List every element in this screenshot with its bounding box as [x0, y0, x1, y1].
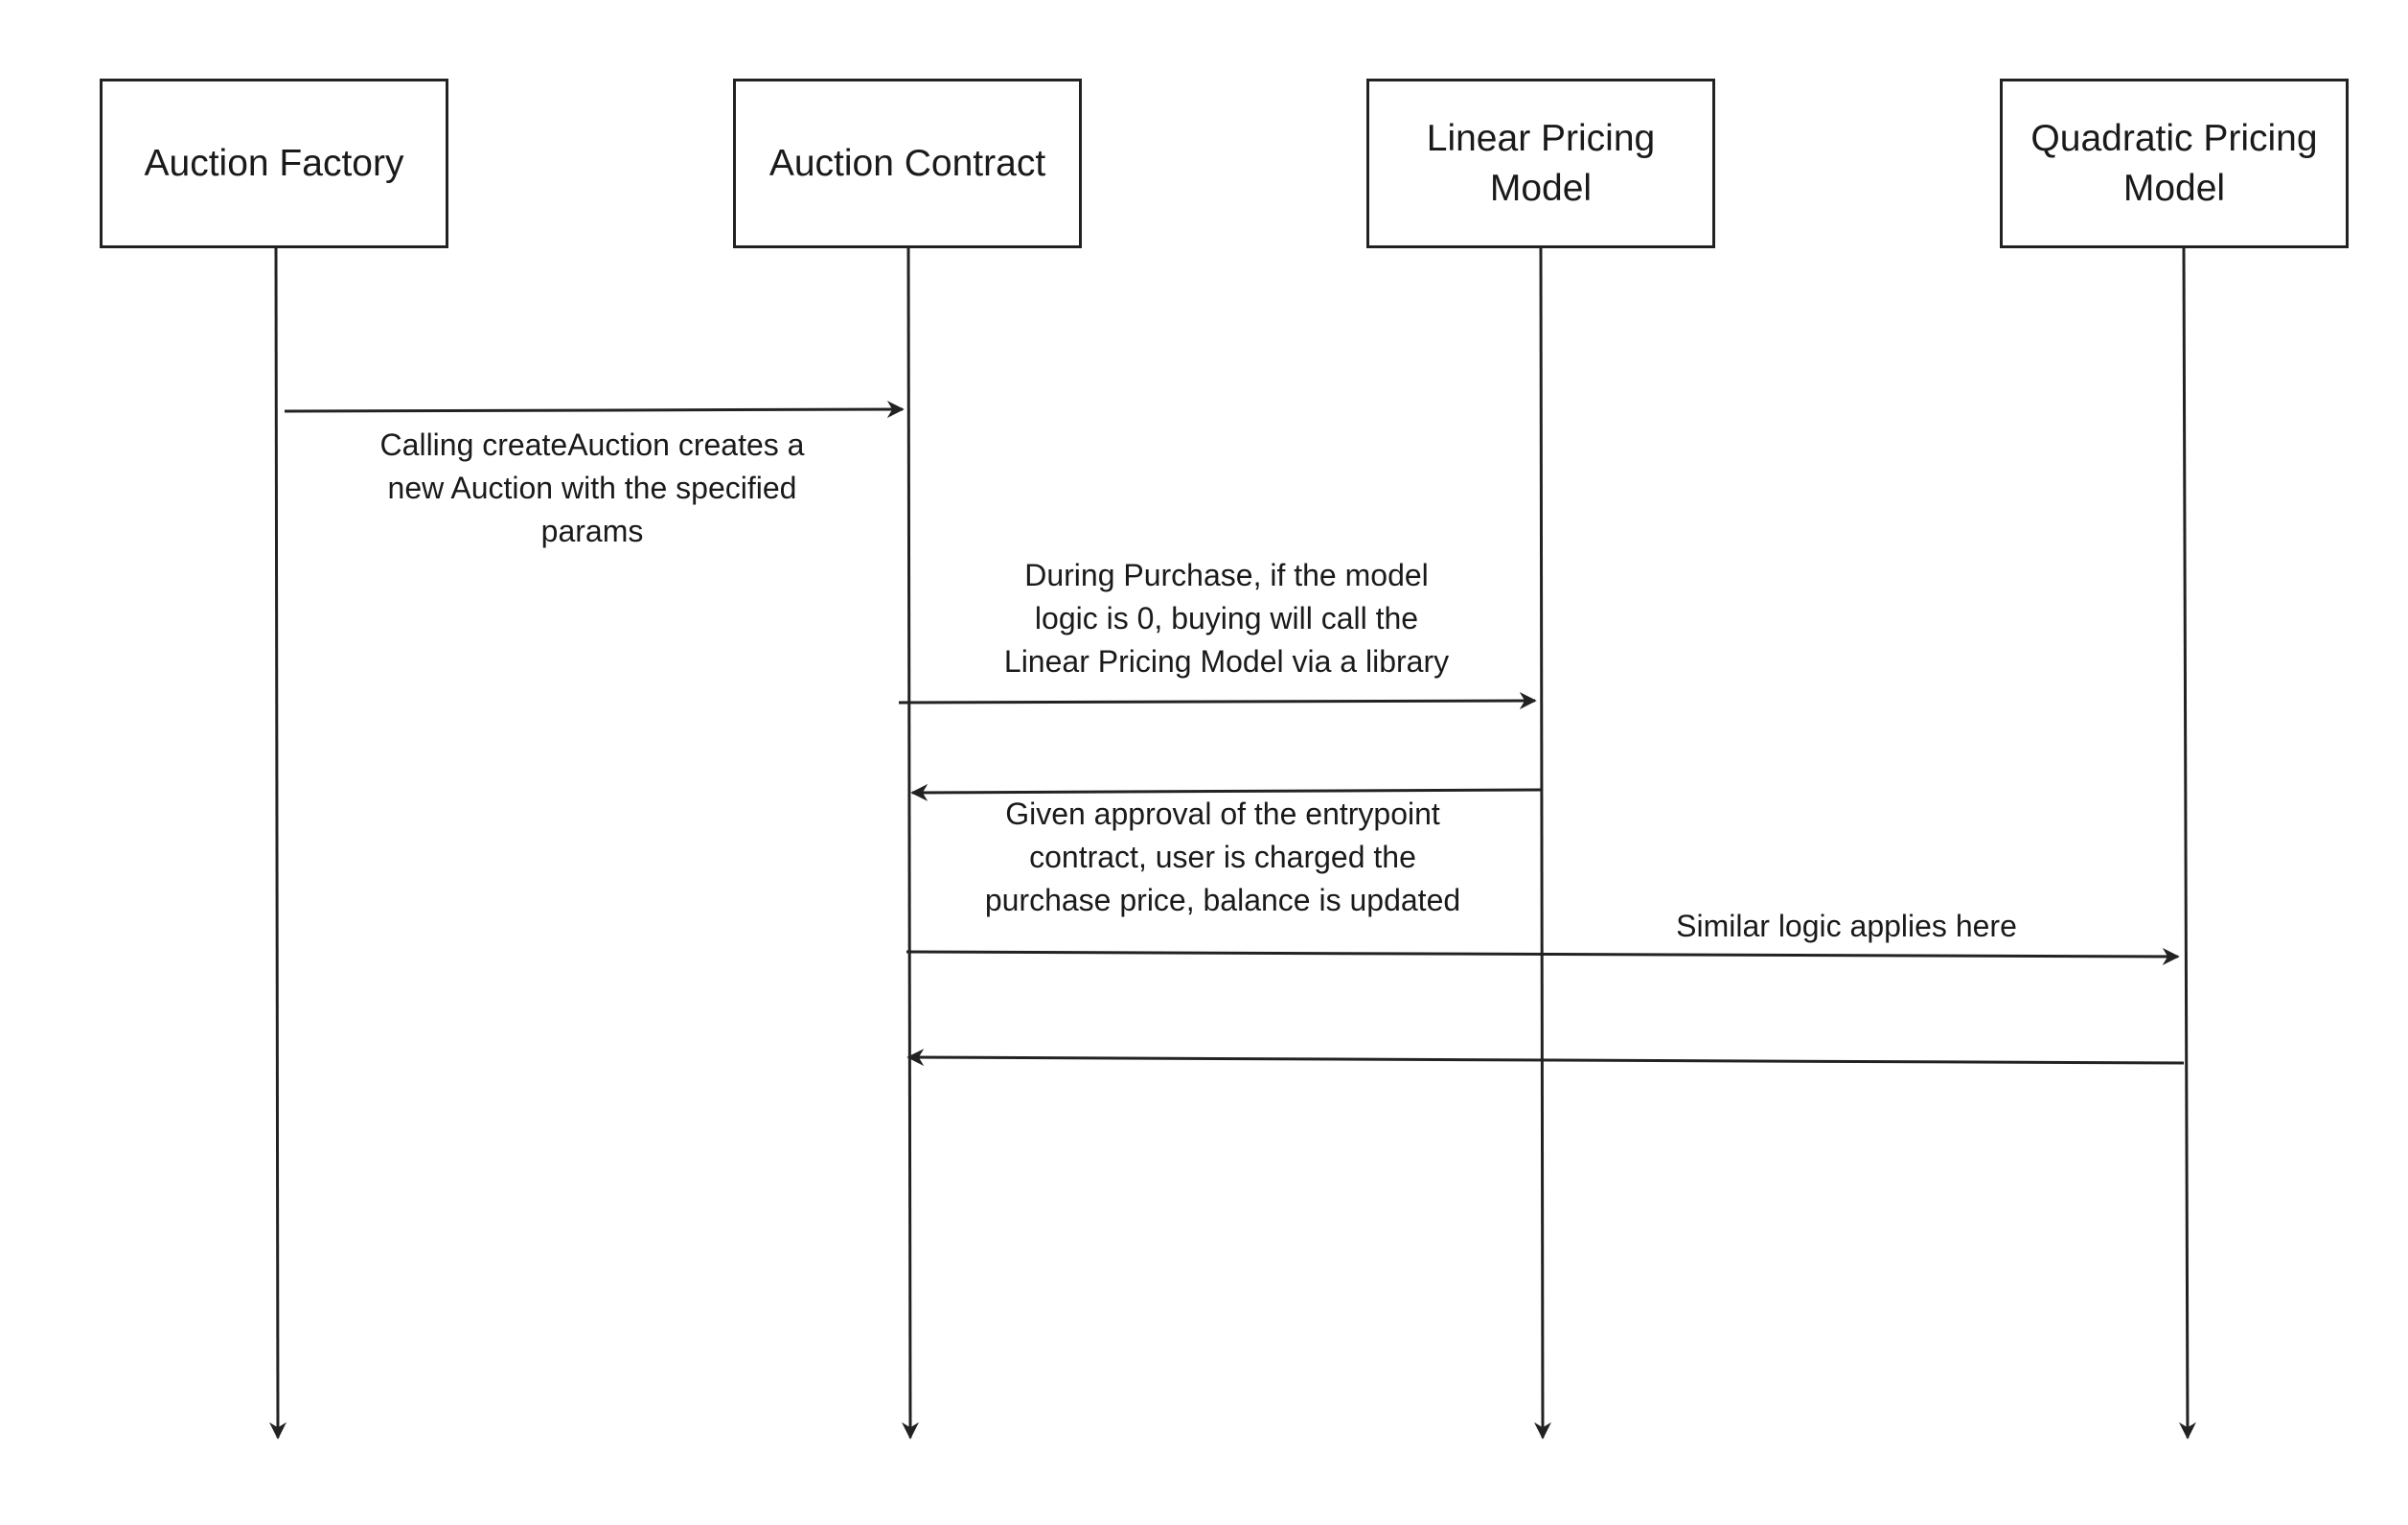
- lifeline-quadratic-pricing-model: [2178, 247, 2196, 1440]
- actor-label: Auction Contract: [768, 142, 1046, 184]
- actor-box-linear-pricing-model: Linear Pricing Model: [1366, 79, 1715, 248]
- message-arrow-purchase-quadratic: [906, 947, 2180, 965]
- actor-box-auction-contract: Auction Contract: [733, 79, 1082, 248]
- message-label-purchase-quadratic: Similar logic applies here: [1676, 909, 2017, 943]
- actor-label: Quadratic Pricing Model: [2030, 117, 2318, 209]
- message-label-create-auction: Calling createAuction creates a new Auct…: [379, 427, 805, 548]
- message-label-purchase-linear: During Purchase, if the model logic is 0…: [1003, 558, 1450, 679]
- message-arrow-purchase-linear: [898, 692, 1537, 710]
- actor-label: Linear Pricing Model: [1426, 117, 1656, 209]
- message-arrow-return-linear: [910, 783, 1542, 801]
- lifeline-auction-factory: [268, 247, 287, 1440]
- actor-box-auction-factory: Auction Factory: [100, 79, 448, 248]
- lifeline-linear-pricing-model: [1533, 247, 1551, 1440]
- lifeline-auction-contract: [901, 247, 919, 1440]
- actor-label: Auction Factory: [144, 142, 404, 184]
- actor-box-quadratic-pricing-model: Quadratic Pricing Model: [2000, 79, 2349, 248]
- message-arrow-return-quadratic: [906, 1049, 2185, 1067]
- message-label-return-linear: Given approval of the entrypoint contrac…: [984, 797, 1461, 917]
- message-arrow-create-auction: [284, 401, 905, 419]
